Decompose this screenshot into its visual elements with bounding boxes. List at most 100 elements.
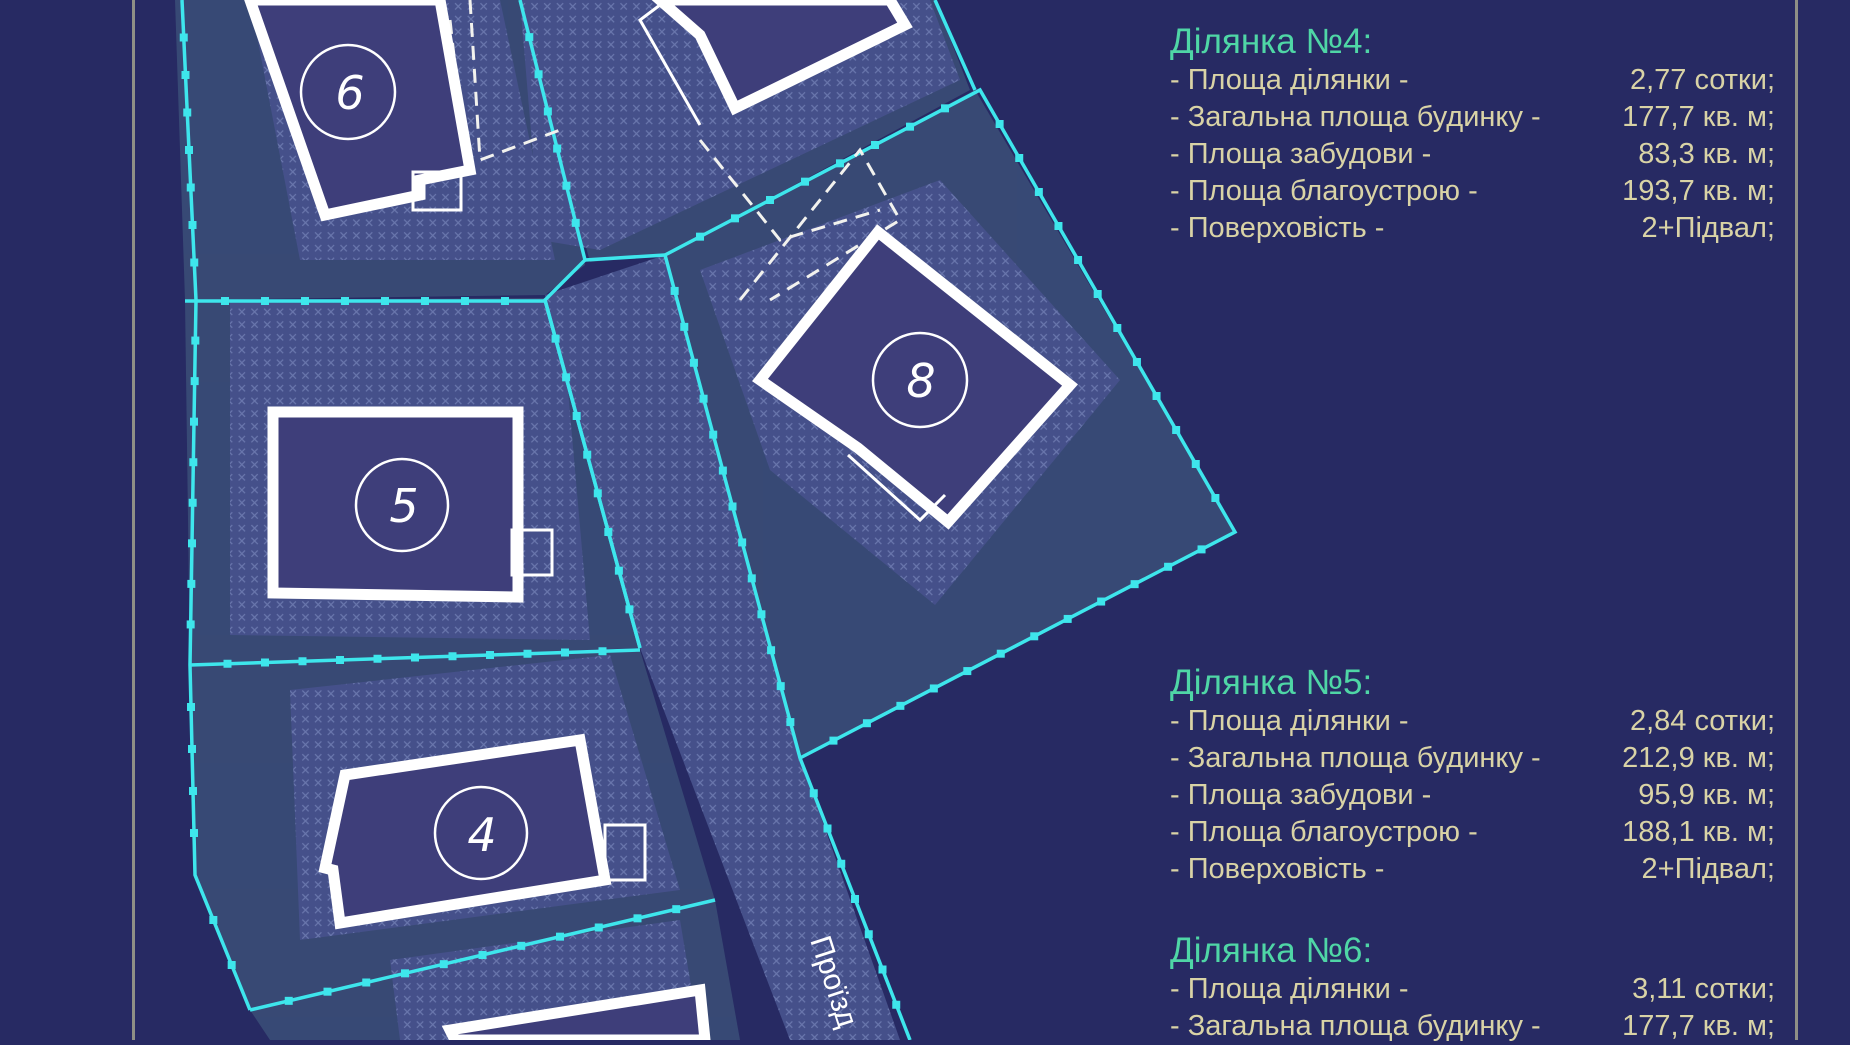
boundary-marker [896, 701, 905, 710]
boundary-marker [562, 373, 571, 382]
house-5-number: 5 [389, 479, 418, 533]
boundary-marker [892, 1000, 901, 1009]
frame-left-line [132, 0, 135, 1040]
plot-6-info: Ділянка №6: - Площа ділянки -3,11 сотки;… [1170, 931, 1775, 1045]
boundary-marker [486, 651, 494, 659]
boundary-marker [871, 141, 879, 149]
boundary-marker [523, 649, 532, 658]
boundary-marker [301, 297, 309, 305]
boundary-marker [680, 322, 689, 331]
row-label: - Загальна площа будинку - [1170, 742, 1541, 774]
boundary-marker [448, 652, 457, 661]
plot-5-info: Ділянка №5: - Площа ділянки -2,84 сотки;… [1170, 663, 1775, 888]
plot-5-title: Ділянка №5: [1170, 663, 1373, 702]
boundary-marker [188, 498, 197, 507]
boundary-marker [1164, 562, 1173, 571]
boundary-marker [556, 932, 564, 941]
plot-5-row: - Поверховість -2+Підвал; [1170, 851, 1775, 888]
row-value: 2,84 сотки; [1629, 705, 1775, 737]
boundary-marker [625, 605, 634, 614]
boundary-marker [594, 923, 603, 932]
boundary-marker [696, 232, 704, 241]
row-value: 2,77 сотки; [1629, 64, 1775, 96]
boundary-marker [223, 659, 232, 668]
boundary-marker [1113, 324, 1122, 332]
boundary-marker [1132, 358, 1141, 366]
boundary-marker [996, 649, 1005, 658]
building-8 [752, 224, 1078, 530]
boundary-marker [373, 654, 382, 663]
boundary-marker [186, 183, 195, 192]
boundary-marker [837, 859, 846, 868]
plot-5-row: - Площа благоустрою -188,1 кв. м; [1170, 814, 1775, 851]
row-label: - Загальна площа будинку - [1170, 1010, 1541, 1042]
building-7 [651, 0, 913, 116]
row-label: - Площа ділянки - [1170, 973, 1409, 1005]
boundary-marker [633, 914, 642, 923]
boundary-marker [185, 146, 193, 154]
row-value: 95,9 кв. м; [1638, 779, 1775, 811]
boundary-marker [461, 297, 469, 305]
boundary-marker [829, 736, 838, 745]
boundary-marker [190, 258, 199, 267]
boundary-marker [731, 214, 739, 223]
boundary-marker [284, 996, 293, 1005]
boundary-marker [1197, 545, 1206, 554]
boundary-marker [341, 297, 349, 305]
row-value: 193,7 кв. м; [1622, 175, 1775, 207]
boundary-marker [593, 489, 602, 498]
boundary-marker [181, 71, 190, 79]
row-label: - Площа забудови - [1170, 779, 1432, 811]
boundary-marker [411, 653, 419, 662]
boundary-marker [401, 969, 409, 978]
boundary-marker [801, 177, 809, 186]
boundary-marker [189, 458, 198, 467]
boundary-marker [604, 528, 613, 536]
boundary-marker [786, 718, 795, 727]
plot-6-row: - Загальна площа будинку -177,7 кв. м; [1170, 1008, 1775, 1045]
boundary-marker [878, 965, 887, 974]
row-value: 212,9 кв. м; [1622, 742, 1775, 774]
boundary-marker [598, 647, 607, 656]
plot-4-row: - Площа забудови -83,3 кв. м; [1170, 136, 1775, 173]
row-label: - Загальна площа будинку - [1170, 101, 1541, 133]
boundary-marker [227, 961, 236, 969]
boundary-marker [501, 297, 509, 305]
boundary-marker [809, 789, 818, 798]
boundary-marker [776, 682, 785, 691]
porches [411, 3, 947, 882]
building-5 [267, 406, 524, 603]
boundary-marker [183, 108, 192, 117]
boundary-marker [188, 539, 196, 548]
house-4-number: 4 [467, 808, 496, 862]
boundary-marker [188, 745, 196, 753]
plot-4-row: - Площа ділянки -2,77 сотки; [1170, 62, 1775, 99]
frame-right-line [1795, 0, 1798, 1040]
row-label: - Поверховість - [1170, 212, 1385, 244]
boundary-marker [670, 286, 679, 295]
row-label: - Площа благоустрою - [1170, 175, 1478, 207]
boundary-marker [766, 196, 774, 204]
boundary-marker [209, 916, 218, 924]
house-4-circle [433, 785, 529, 881]
boundary-marker [1191, 460, 1200, 468]
boundary-marker [1063, 614, 1072, 623]
row-value: 188,1 кв. м; [1622, 816, 1775, 848]
row-label: - Площа забудови - [1170, 138, 1432, 170]
boundary-marker [571, 218, 580, 227]
house-6-number: 6 [335, 66, 364, 120]
row-value: 177,7 кв. м; [1622, 101, 1775, 133]
boundary-marker [534, 70, 543, 79]
boundary-marker [439, 960, 448, 969]
boundary-marker [543, 107, 552, 116]
plot-4-row: - Загальна площа будинку - 177,7 кв. м; [1170, 99, 1775, 136]
house-8-number: 8 [906, 354, 935, 408]
boundary-marker [478, 951, 487, 959]
boundary-marker [836, 159, 844, 168]
boundary-marker [362, 978, 371, 987]
boundary-marker [941, 104, 949, 113]
boundary-marker [1097, 597, 1106, 606]
boundary-marker [553, 144, 562, 153]
boundary-marker [709, 430, 718, 439]
